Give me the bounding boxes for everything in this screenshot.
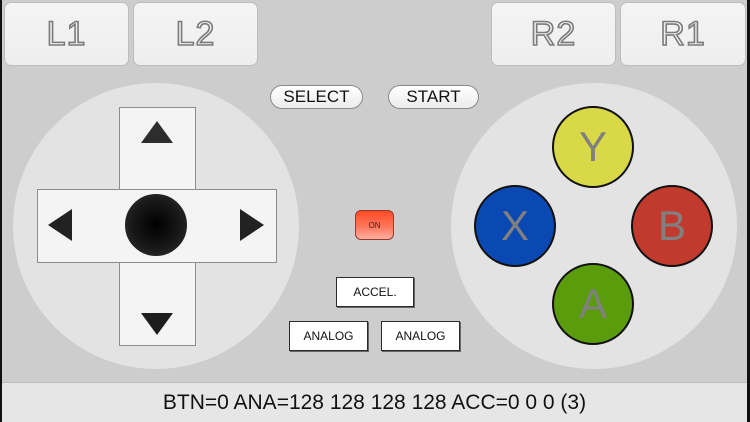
on-toggle-button[interactable]: ON [355,210,394,240]
l2-button[interactable]: L2 [133,2,258,66]
dpad-down-icon[interactable] [141,313,173,335]
a-button[interactable]: A [552,263,634,345]
y-button[interactable]: Y [552,106,634,188]
analog-left-button[interactable]: ANALOG [289,321,368,351]
dpad-up-icon[interactable] [141,121,173,143]
l1-button[interactable]: L1 [4,2,129,66]
status-bar: BTN=0 ANA=128 128 128 128 ACC=0 0 0 (3) [2,382,747,422]
analog-right-button[interactable]: ANALOG [381,321,460,351]
r1-button[interactable]: R1 [620,2,746,66]
dpad-left-icon[interactable] [48,209,72,241]
dpad-right-icon[interactable] [240,209,264,241]
start-button[interactable]: START [388,85,479,109]
accel-button[interactable]: ACCEL. [336,277,414,307]
x-button[interactable]: X [474,185,556,267]
b-button[interactable]: B [631,185,713,267]
status-text: BTN=0 ANA=128 128 128 128 ACC=0 0 0 (3) [162,390,587,414]
select-button[interactable]: SELECT [270,85,363,109]
r2-button[interactable]: R2 [491,2,616,66]
analog-stick[interactable] [125,194,187,256]
